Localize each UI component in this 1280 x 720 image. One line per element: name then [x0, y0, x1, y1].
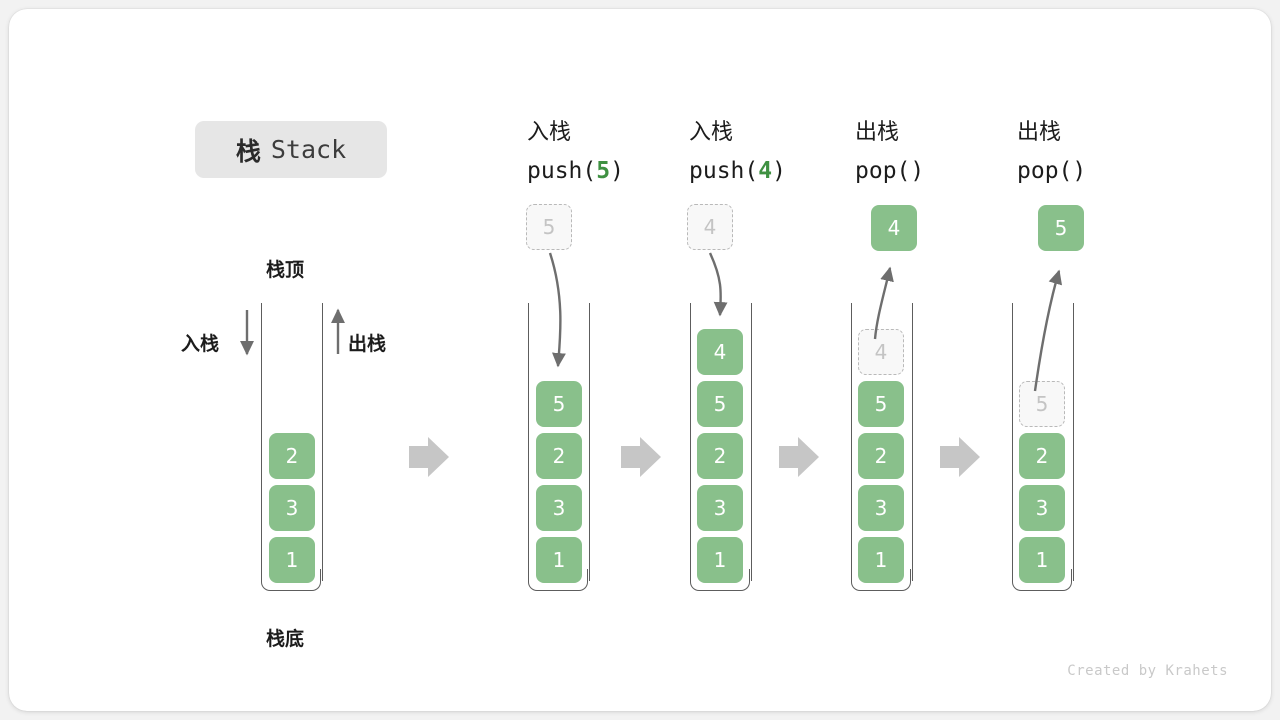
tube-wall-right [751, 303, 752, 581]
tube-base [261, 569, 321, 591]
tube-wall-right [322, 303, 323, 581]
tube-wall-right [589, 303, 590, 581]
stack-cell: 1 [858, 537, 904, 583]
op-code-prefix: push( [689, 158, 759, 184]
stack-cell: 5 [858, 381, 904, 427]
stack-cell: 2 [269, 433, 315, 479]
stack-top-label: 栈顶 [266, 259, 305, 281]
op-code-label: pop() [855, 152, 924, 190]
tube-wall-left [1012, 303, 1013, 581]
flow-arrow-icon [621, 437, 661, 477]
stack-cell: 2 [697, 433, 743, 479]
pop-direction-label: 出栈 [348, 333, 387, 355]
stack-cell: 2 [858, 433, 904, 479]
stack-cell: 1 [269, 537, 315, 583]
tube-base [851, 569, 911, 591]
incoming-ghost-cell: 5 [526, 204, 572, 250]
stack-cell: 2 [536, 433, 582, 479]
op-cn-label: 入栈 [527, 120, 572, 145]
popped-cell: 4 [871, 205, 917, 251]
tube-wall-left [261, 303, 262, 581]
stack-bottom-label: 栈底 [266, 628, 305, 650]
op-code-prefix: pop( [855, 158, 911, 184]
diagram-card: 栈 Stack 栈顶 栈底 入栈 出栈 入栈 push(5) 入栈 push(4… [9, 9, 1271, 711]
stack-cell: 3 [536, 485, 582, 531]
stack-cell: 1 [1019, 537, 1065, 583]
title-en: Stack [270, 135, 347, 164]
op-code-arg: 5 [596, 158, 611, 184]
op-header-push-4: 入栈 push(4) [689, 114, 786, 190]
tube-wall-right [1073, 303, 1074, 581]
tube-base [690, 569, 750, 591]
tube-base [528, 569, 588, 591]
stack-cell: 1 [536, 537, 582, 583]
outgoing-ghost-cell: 4 [858, 329, 904, 375]
flow-arrow-icon [409, 437, 449, 477]
footer-credit: Created by Krahets [1067, 663, 1228, 679]
op-code-suffix: ) [610, 158, 624, 184]
op-code-suffix: ) [772, 158, 786, 184]
stack-tube-pop-4 [851, 303, 913, 591]
stack-cell: 5 [697, 381, 743, 427]
popped-cell: 5 [1038, 205, 1084, 251]
stack-cell: 3 [1019, 485, 1065, 531]
stack-tube-push-5 [528, 303, 590, 591]
op-cn-label: 出栈 [855, 120, 900, 145]
op-code-label: push(4) [689, 152, 786, 190]
op-code-label: push(5) [527, 152, 624, 190]
op-header-pop-4: 出栈 pop() [855, 114, 924, 190]
arrow-overlay [240, 252, 1063, 477]
stack-cell: 4 [697, 329, 743, 375]
op-header-pop-5: 出栈 pop() [1017, 114, 1086, 190]
flow-arrow-icon [940, 437, 980, 477]
stack-cell: 3 [858, 485, 904, 531]
op-code-suffix: ) [910, 158, 925, 184]
tube-wall-left [528, 303, 529, 581]
op-code-prefix: push( [527, 158, 597, 184]
stack-tube-pop-5 [1012, 303, 1074, 591]
stack-cell: 3 [269, 485, 315, 531]
stack-cell: 1 [697, 537, 743, 583]
op-code-prefix: pop( [1017, 158, 1073, 184]
tube-wall-right [912, 303, 913, 581]
title-cn: 栈 [235, 136, 261, 166]
tube-wall-left [851, 303, 852, 581]
stack-tube-push-4 [690, 303, 752, 591]
op-code-arg: 4 [758, 158, 773, 184]
incoming-ghost-cell: 4 [687, 204, 733, 250]
op-code-label: pop() [1017, 152, 1086, 190]
flow-arrow-icon [779, 437, 819, 477]
title-badge: 栈 Stack [195, 121, 387, 178]
stack-cell: 2 [1019, 433, 1065, 479]
op-cn-label: 出栈 [1017, 120, 1062, 145]
outgoing-ghost-cell: 5 [1019, 381, 1065, 427]
op-cn-label: 入栈 [689, 120, 734, 145]
tube-wall-left [690, 303, 691, 581]
stack-cell: 3 [697, 485, 743, 531]
stack-cell: 5 [536, 381, 582, 427]
push-direction-label: 入栈 [181, 333, 220, 355]
op-header-push-5: 入栈 push(5) [527, 114, 624, 190]
tube-base [1012, 569, 1072, 591]
stack-tube-initial [261, 303, 323, 591]
op-code-suffix: ) [1072, 158, 1087, 184]
